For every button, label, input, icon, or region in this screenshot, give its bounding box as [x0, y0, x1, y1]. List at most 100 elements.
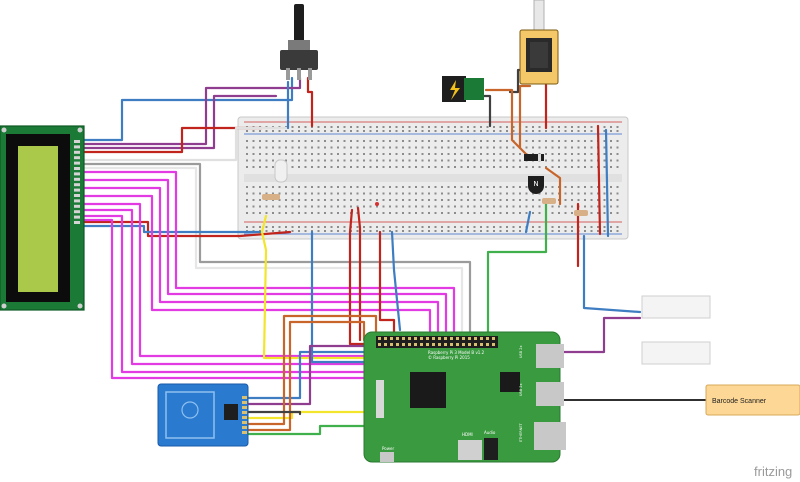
gpio-pin — [408, 337, 411, 340]
lcd-pin — [74, 140, 80, 143]
gpio-pin — [426, 343, 429, 346]
gpio-pin — [384, 337, 387, 340]
rfid-pin — [242, 411, 247, 414]
gpio-pin — [456, 337, 459, 340]
gpio-pin — [396, 337, 399, 340]
gpio-pin — [480, 343, 483, 346]
lcd-pin — [74, 210, 80, 214]
lcd-pin — [74, 150, 80, 154]
power-port — [380, 452, 394, 462]
lightning-icon — [450, 80, 460, 100]
wire-gray-lcd — [82, 162, 472, 340]
lcd-pin — [74, 204, 80, 208]
breadboard-components: N — [262, 154, 588, 216]
gpio-pin — [468, 337, 471, 340]
lcd-pin — [74, 156, 80, 160]
rfid-pin — [242, 401, 247, 404]
barcode-scanner-label: Barcode Scanner — [712, 398, 767, 405]
gpio-pin — [462, 343, 465, 346]
wire-orange-dc — [484, 88, 528, 156]
lcd-pin — [74, 183, 80, 187]
gpio-pin — [414, 343, 417, 346]
lcd-pin — [74, 145, 80, 149]
lcd-pin — [74, 172, 80, 176]
wire-white-lcd-2 — [82, 166, 464, 340]
wire-blue-lcd-bb — [82, 224, 262, 234]
wire-purple-rfid — [242, 344, 366, 406]
resistor-icon — [262, 194, 280, 200]
gpio-pin — [414, 337, 417, 340]
wire-orange-rfid — [242, 320, 366, 432]
diode-icon — [524, 154, 544, 161]
gpio-pin — [468, 343, 471, 346]
rfid-pin — [242, 431, 247, 434]
pi-silk-title: Raspberry Pi 3 Model B v1.2 — [428, 350, 485, 355]
gpio-pin — [492, 343, 495, 346]
gpio-pin — [390, 343, 393, 346]
hdmi-port — [458, 440, 482, 460]
wire-red-rail-right — [596, 124, 602, 236]
pi-audio-label: Audio — [484, 430, 496, 435]
wire-blue-reed — [582, 234, 642, 314]
fritzing-watermark: fritzing — [754, 464, 792, 479]
gpio-pin — [402, 343, 405, 346]
ethernet-port — [534, 422, 566, 450]
wire-purple-lcd-pot — [82, 76, 302, 146]
wire-green-relay — [486, 202, 548, 340]
pi-power-label: Power — [382, 446, 394, 451]
mount-hole-icon — [1, 127, 7, 133]
wire-dark-rfid — [242, 410, 302, 416]
lcd-pin — [74, 199, 80, 203]
gpio-pin — [456, 343, 459, 346]
wire-magenta-2 — [82, 178, 448, 340]
rfid-reader-module — [157, 383, 249, 447]
wire-magenta-3 — [82, 186, 440, 340]
gpio-pin — [474, 337, 477, 340]
wire-dark-dc — [480, 94, 492, 128]
gpio-pin — [444, 337, 447, 340]
potentiometer — [280, 4, 318, 80]
gpio-pin — [384, 343, 387, 346]
pi-ethernet-label: ETHERNET — [519, 423, 523, 442]
lcd-pin — [74, 167, 80, 170]
wire-blue-gnd-rail — [524, 210, 532, 234]
wire-orange-solenoid — [518, 84, 532, 150]
usb-port-2 — [536, 382, 564, 406]
lcd-pin — [74, 215, 80, 219]
reed-switch — [641, 295, 711, 365]
mount-hole-icon — [1, 303, 7, 309]
pi-usb-label-2: USB 2x — [519, 383, 523, 396]
resistor-icon — [574, 210, 588, 216]
gpio-pin — [438, 343, 441, 346]
wire-magenta-1 — [82, 170, 456, 340]
wire-blue-bb-pi — [390, 230, 402, 332]
wire-red-bb-2 — [356, 206, 362, 342]
gpio-pin — [378, 337, 381, 340]
wire-blue-led — [310, 230, 370, 364]
svg-text:N: N — [533, 180, 538, 188]
lcd-pin — [74, 221, 80, 224]
gpio-pin — [486, 337, 489, 340]
rfid-pin — [242, 421, 247, 424]
audio-jack — [484, 438, 498, 460]
gpio-pin — [438, 337, 441, 340]
wire-purple-lcd-pot-2 — [82, 94, 278, 150]
transistor-icon — [528, 176, 544, 194]
wire-harness — [82, 68, 709, 436]
gpio-pin — [408, 343, 411, 346]
pi-silk-copyright: © Raspberry Pi 2015 — [428, 355, 470, 360]
barcode-scanner: Barcode Scanner — [705, 384, 800, 416]
wire-red-pi-5v — [378, 230, 396, 338]
rfid-antenna-icon — [181, 401, 199, 419]
gpio-pin — [390, 337, 393, 340]
wire-red-lcd-bb — [82, 220, 292, 238]
rfid-pin — [242, 406, 247, 409]
gpio-pin — [432, 337, 435, 340]
resistor-icon — [542, 198, 556, 204]
wire-blue-rail-right — [604, 128, 610, 238]
gpio-pin — [450, 337, 453, 340]
wire-orange-transistor — [544, 166, 562, 206]
gpio-header — [376, 336, 498, 348]
lcd-pin — [74, 188, 80, 192]
solenoid-lock — [519, 0, 559, 85]
